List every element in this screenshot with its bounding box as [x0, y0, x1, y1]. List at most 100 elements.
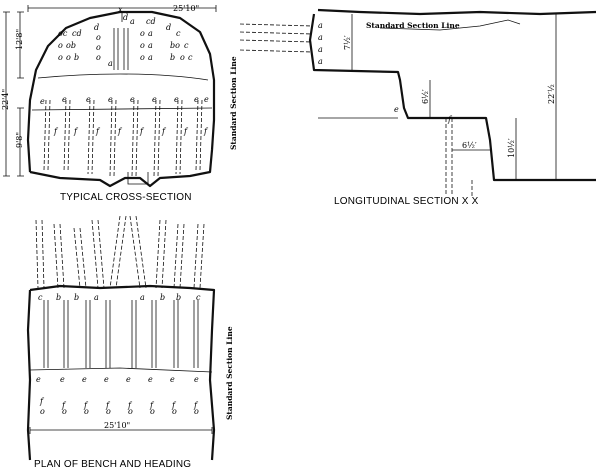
- svg-text:f: f: [193, 401, 199, 410]
- svg-text:a: a: [148, 29, 153, 38]
- svg-text:c: c: [176, 29, 181, 38]
- plan-e-row: e e e e e e e e: [36, 375, 199, 384]
- svg-text:f: f: [39, 397, 45, 406]
- svg-text:f: f: [61, 401, 67, 410]
- plan-top-labels: c b b a a b b c: [38, 293, 201, 302]
- svg-text:a: a: [108, 59, 113, 68]
- svg-text:b: b: [56, 293, 61, 302]
- svg-text:oc: oc: [58, 29, 68, 38]
- svg-text:o: o: [140, 53, 145, 62]
- svg-text:o: o: [62, 407, 67, 416]
- svg-text:o: o: [66, 53, 71, 62]
- longitudinal-bench-holes: [445, 118, 473, 196]
- longitudinal-top-profile: [317, 8, 597, 16]
- svg-text:o: o: [96, 43, 101, 52]
- cross-width-dimension: [27, 5, 217, 12]
- svg-text:a: a: [318, 33, 323, 42]
- svg-text:f: f: [117, 127, 123, 136]
- svg-text:o: o: [194, 407, 199, 416]
- svg-text:b: b: [176, 293, 181, 302]
- plan-outline: [26, 284, 216, 461]
- plan-upper-hole-lines: [35, 215, 205, 289]
- svg-text:a: a: [94, 293, 99, 302]
- svg-text:e: e: [148, 375, 153, 384]
- svg-text:o: o: [140, 41, 145, 50]
- svg-text:a: a: [130, 17, 135, 26]
- svg-text:f: f: [127, 401, 133, 410]
- svg-text:a: a: [318, 57, 323, 66]
- svg-text:c: c: [38, 293, 43, 302]
- plan-width-label: 25'10": [104, 421, 130, 430]
- longitudinal-section: Standard Section Line a a a a e f 7½′ 6½…: [239, 8, 597, 207]
- svg-text:o: o: [140, 29, 145, 38]
- long-e-label: e: [394, 105, 399, 114]
- svg-text:o: o: [172, 407, 177, 416]
- svg-text:o: o: [96, 33, 101, 42]
- svg-text:c: c: [196, 293, 201, 302]
- cross-standard-section-line: Standard Section Line: [229, 56, 238, 150]
- svg-text:d: d: [166, 23, 171, 32]
- svg-text:d: d: [94, 23, 99, 32]
- svg-text:f: f: [105, 401, 111, 410]
- bench-f-holes: f f f f f f f f: [53, 127, 209, 136]
- cross-height-dimensions: [3, 11, 24, 177]
- bench-e-holes: e e e e e e e e e: [40, 95, 209, 106]
- caption-longitudinal: LONGITUDINAL SECTION X X: [334, 196, 479, 207]
- svg-text:f: f: [171, 401, 177, 410]
- svg-text:f: f: [183, 127, 189, 136]
- svg-text:f: f: [149, 401, 155, 410]
- cross-section-outline: [26, 10, 216, 188]
- svg-text:o: o: [106, 407, 111, 416]
- bench-height-label: 9'8": [15, 132, 24, 148]
- svg-text:e: e: [194, 375, 199, 384]
- svg-text:f: f: [53, 127, 59, 136]
- svg-text:f: f: [83, 401, 89, 410]
- svg-text:e: e: [60, 375, 65, 384]
- svg-text:o: o: [180, 53, 185, 62]
- svg-text:e: e: [130, 95, 135, 104]
- svg-text:o: o: [40, 407, 45, 416]
- caption-cross-section: TYPICAL CROSS-SECTION: [60, 192, 192, 203]
- long-total-label: 22′½: [547, 84, 556, 104]
- plan-width-dimension: [29, 427, 213, 434]
- svg-text:e: e: [108, 95, 113, 104]
- plan-standard-section-line: Standard Section Line: [225, 326, 234, 420]
- standard-section-line-curve: [379, 19, 521, 31]
- svg-text:f: f: [73, 127, 79, 136]
- svg-text:e: e: [40, 97, 45, 106]
- svg-text:cd: cd: [72, 29, 82, 38]
- plan-bench-line: [29, 367, 213, 373]
- svg-text:bo: bo: [170, 41, 180, 50]
- svg-text:a: a: [140, 293, 145, 302]
- heading-height-label: 12'8": [15, 29, 24, 50]
- svg-text:e: e: [104, 375, 109, 384]
- longitudinal-face-holes: a a a a: [239, 21, 323, 66]
- svg-text:e: e: [36, 375, 41, 384]
- svg-text:e: e: [170, 375, 175, 384]
- svg-text:b: b: [160, 293, 165, 302]
- center-notch: [127, 172, 149, 185]
- svg-text:o: o: [58, 41, 63, 50]
- svg-text:o: o: [96, 53, 101, 62]
- svg-text:e: e: [152, 95, 157, 104]
- heading-holes: oc cd o ob o o b d o o o a d a cd o a o …: [58, 13, 193, 68]
- cross-width-label: 25'10": [173, 4, 199, 13]
- long-step-label: 6½′: [421, 89, 430, 104]
- svg-text:a: a: [318, 21, 323, 30]
- svg-text:f: f: [95, 127, 101, 136]
- long-f-label: f: [447, 115, 453, 124]
- long-bench-label: 10½′: [507, 138, 516, 158]
- longitudinal-heading-face: [308, 13, 596, 182]
- svg-text:f: f: [139, 127, 145, 136]
- svg-text:f: f: [203, 127, 209, 136]
- svg-text:e: e: [204, 95, 209, 104]
- svg-text:ob: ob: [66, 41, 76, 50]
- svg-text:b: b: [170, 53, 175, 62]
- plan-f-row: f f f f f f f f o o o o o o o o: [39, 397, 199, 416]
- svg-text:o: o: [84, 407, 89, 416]
- heading-floor-line: [37, 73, 209, 81]
- svg-text:a: a: [148, 41, 153, 50]
- svg-text:f: f: [161, 127, 167, 136]
- caption-plan: PLAN OF BENCH AND HEADING: [34, 459, 191, 470]
